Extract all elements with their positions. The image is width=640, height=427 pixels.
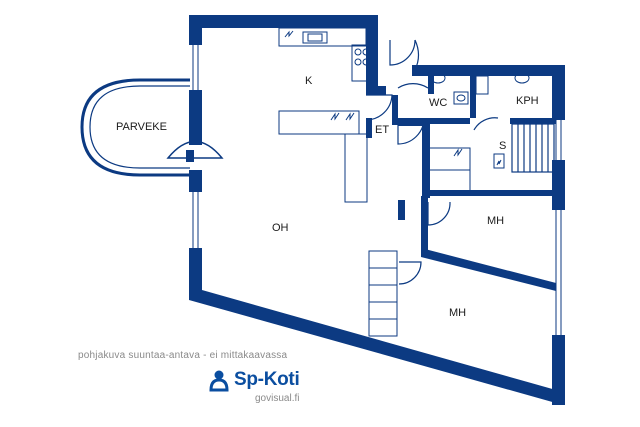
room-label-living-room: OH bbox=[272, 222, 289, 234]
room-label-sauna: S bbox=[499, 140, 506, 152]
exterior-walls bbox=[189, 15, 565, 405]
room-label-bedroom-1: MH bbox=[487, 215, 504, 227]
windows bbox=[192, 45, 562, 335]
logo-person-icon bbox=[209, 370, 229, 392]
website-text: govisual.fi bbox=[255, 393, 300, 404]
room-label-kitchen: K bbox=[305, 75, 313, 87]
room-label-entry: ET bbox=[375, 124, 389, 136]
brand-logo: Sp-Koti bbox=[207, 367, 300, 393]
interior-walls bbox=[366, 76, 556, 291]
disclaimer-caption: pohjakuva suuntaa-antava - ei mittakaava… bbox=[78, 350, 288, 361]
brand-name: Sp-Koti bbox=[234, 369, 300, 390]
wardrobes bbox=[368, 250, 398, 337]
sauna-benches bbox=[511, 123, 555, 173]
room-label-bedroom-2: MH bbox=[449, 307, 466, 319]
room-label-bathroom: KPH bbox=[516, 95, 539, 107]
room-label-parveke: PARVEKE bbox=[116, 121, 167, 133]
bathroom-fixtures bbox=[425, 72, 530, 193]
kitchen-counter bbox=[278, 27, 373, 203]
doors bbox=[365, 39, 499, 285]
room-label-wc: WC bbox=[429, 97, 447, 109]
